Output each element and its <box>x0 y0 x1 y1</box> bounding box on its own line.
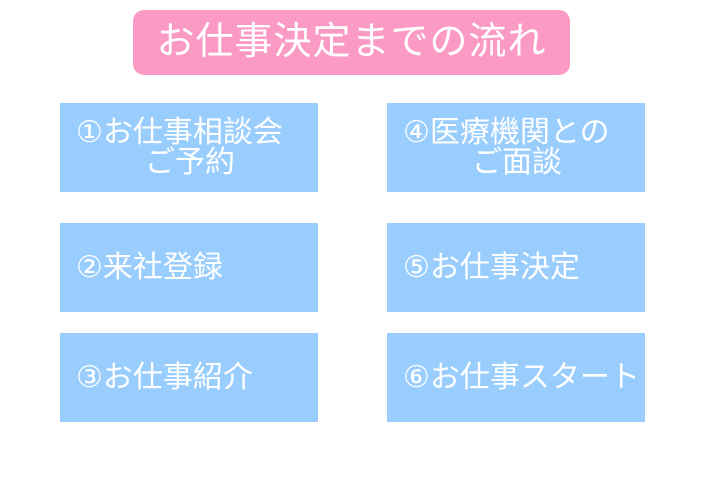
step-label-5: ⑤お仕事決定 <box>403 250 631 284</box>
step-label-3-line-1: ③お仕事紹介 <box>76 360 253 394</box>
step-label-4-line-1: ④医療機関との <box>403 116 610 150</box>
step-label-1-line-1: ①お仕事相談会 <box>76 116 283 150</box>
step-box-5: ⑤お仕事決定 <box>387 223 645 312</box>
step-label-6: ⑥お仕事スタート <box>403 360 640 394</box>
page-title: お仕事決定までの流れ <box>156 20 547 63</box>
step-label-4: ④医療機関との ご面談 <box>403 116 631 179</box>
step-box-6: ⑥お仕事スタート <box>387 333 645 422</box>
step-box-3: ③お仕事紹介 <box>60 333 318 422</box>
step-label-1: ①お仕事相談会 ご予約 <box>76 116 304 179</box>
step-label-2-line-1: ②来社登録 <box>76 250 223 284</box>
step-box-4: ④医療機関との ご面談 <box>387 103 645 192</box>
step-box-1: ①お仕事相談会 ご予約 <box>60 103 318 192</box>
step-label-6-line-1: ⑥お仕事スタート <box>403 360 640 394</box>
step-label-1-line-2: ご予約 <box>145 145 235 179</box>
step-label-2: ②来社登録 <box>76 250 304 284</box>
step-label-4-line-2: ご面談 <box>472 145 562 179</box>
step-label-3: ③お仕事紹介 <box>76 360 304 394</box>
step-label-5-line-1: ⑤お仕事決定 <box>403 250 580 284</box>
title-banner: お仕事決定までの流れ <box>133 10 570 75</box>
step-box-2: ②来社登録 <box>60 223 318 312</box>
